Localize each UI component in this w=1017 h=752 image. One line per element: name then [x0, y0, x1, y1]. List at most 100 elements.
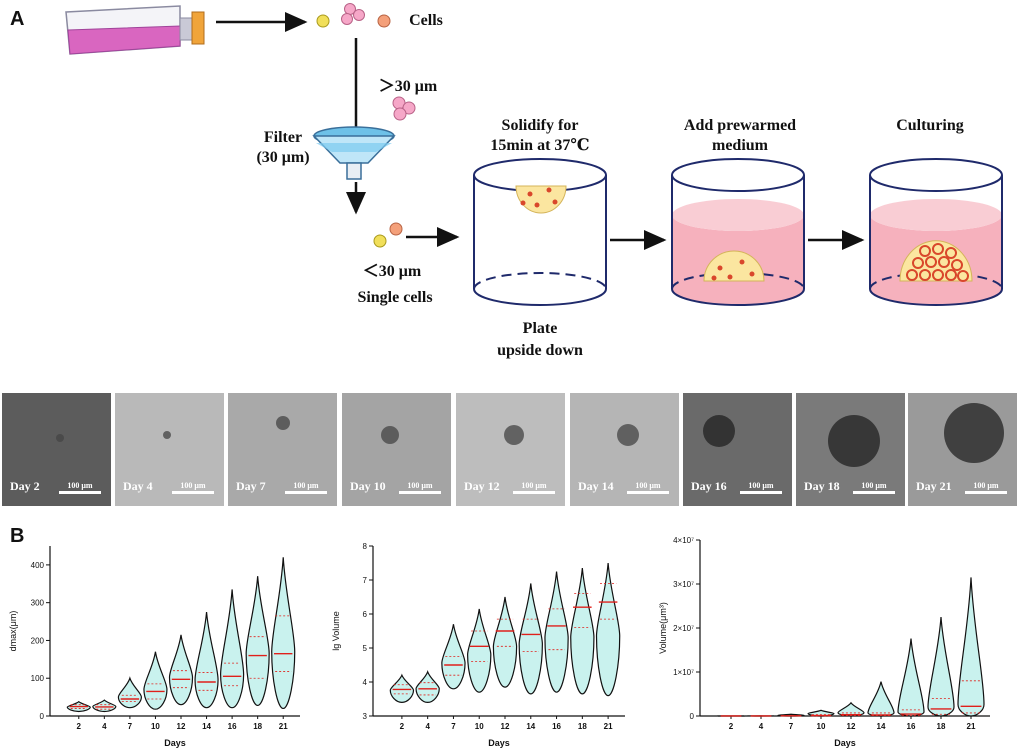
scale-bar: 100 μm: [59, 481, 101, 494]
x-axis-label: Days: [834, 738, 856, 748]
large-cells-icon: [392, 96, 416, 121]
medium-title-2: medium: [712, 137, 768, 154]
x-tick-label: 7: [451, 722, 456, 731]
plate-caption: Plate: [522, 320, 558, 337]
x-tick-label: 21: [604, 722, 613, 731]
y-tick-label: 0: [40, 712, 45, 721]
culture-flask-icon: [65, 5, 205, 55]
y-tick-label: 7: [363, 576, 368, 585]
scale-bar-label: 100 μm: [748, 481, 774, 490]
micrograph-day-label: Day 21: [916, 479, 952, 493]
panel-letter-b: B: [10, 525, 25, 547]
violin-4: [415, 669, 440, 704]
x-tick-label: 14: [526, 722, 535, 731]
x-tick-label: 21: [279, 722, 288, 731]
plate-caption-2: upside down: [497, 342, 583, 359]
medium-title: Add prewarmed: [683, 117, 797, 134]
scale-bar: 100 μm: [285, 481, 327, 494]
y-tick-label: 3×10⁷: [673, 580, 694, 589]
x-tick-label: 4: [102, 722, 107, 731]
violin-10: [143, 651, 168, 710]
micrograph-day-5: Day 12 100 μm: [456, 393, 565, 506]
violin-21: [595, 562, 621, 697]
under-30-label: ＜30 μm: [362, 263, 422, 280]
violin-16: [897, 638, 925, 717]
y-axis-label: dmax(μm): [8, 611, 18, 652]
solidify-title-2: 15min at 37℃: [490, 137, 590, 154]
x-tick-label: 7: [789, 722, 794, 731]
single-cells-label: Single cells: [357, 289, 433, 306]
scale-bar: 100 μm: [965, 481, 1007, 494]
x-tick-label: 2: [729, 722, 734, 731]
micrograph-day-label: Day 12: [464, 479, 500, 493]
single-cells-icon: [373, 222, 403, 248]
x-tick-label: 12: [501, 722, 510, 731]
x-tick-label: 21: [967, 722, 976, 731]
violin-4: [92, 699, 117, 713]
x-tick-label: 16: [552, 722, 561, 731]
x-tick-label: 18: [253, 722, 262, 731]
micrograph-day-label: Day 18: [804, 479, 840, 493]
spheroid-icon: [828, 415, 880, 467]
violin-14: [194, 612, 219, 709]
violin-10: [467, 608, 492, 693]
micrograph-day-label: Day 7: [236, 479, 266, 493]
y-tick-label: 100: [31, 674, 45, 683]
y-tick-label: 4×10⁷: [673, 536, 694, 545]
violin-14: [518, 583, 543, 695]
violin-14: [867, 681, 895, 717]
violin-21: [957, 577, 985, 717]
spheroid-icon: [944, 403, 1004, 463]
scale-bar-label: 100 μm: [293, 481, 319, 490]
micrograph-day-8: Day 18 100 μm: [796, 393, 905, 506]
panel-a-schematic: [65, 3, 1003, 306]
filter-label: Filter: [263, 129, 303, 146]
x-tick-label: 2: [77, 722, 82, 731]
spheroid-icon: [56, 434, 64, 442]
spheroid-icon: [703, 415, 735, 447]
x-tick-label: 7: [128, 722, 133, 731]
x-axis-label: Days: [164, 738, 186, 748]
plate-culturing: [869, 158, 1003, 306]
spheroid-icon: [163, 431, 171, 439]
spheroid-icon: [381, 426, 399, 444]
micrograph-day-label: Day 10: [350, 479, 386, 493]
x-tick-label: 4: [759, 722, 764, 731]
culturing-title: Culturing: [896, 117, 964, 134]
scale-bar: 100 μm: [172, 481, 214, 494]
x-tick-label: 16: [228, 722, 237, 731]
y-tick-label: 400: [31, 561, 45, 570]
micrograph-day-3: Day 7 100 μm: [228, 393, 337, 506]
plate-with-medium: [671, 158, 805, 306]
x-tick-label: 4: [425, 722, 430, 731]
x-tick-label: 12: [847, 722, 856, 731]
micrograph-day-label: Day 14: [578, 479, 614, 493]
violin-18: [245, 576, 270, 707]
scale-bar-label: 100 μm: [180, 481, 206, 490]
violin-12: [492, 596, 518, 688]
y-tick-label: 300: [31, 599, 45, 608]
scale-bar: 100 μm: [513, 481, 555, 494]
y-tick-label: 8: [363, 542, 368, 551]
y-tick-label: 0: [690, 712, 695, 721]
violin-16: [544, 571, 569, 693]
plate-upside-down: [473, 158, 607, 306]
scale-bar-label: 100 μm: [521, 481, 547, 490]
x-axis-label: Days: [488, 738, 510, 748]
scale-bar: 100 μm: [853, 481, 895, 494]
y-tick-label: 5: [363, 644, 368, 653]
scale-bar: 100 μm: [740, 481, 782, 494]
micrograph-day-9: Day 21 100 μm: [908, 393, 1017, 506]
micrograph-day-label: Day 2: [10, 479, 40, 493]
y-axis-label: lg Volume: [331, 611, 341, 651]
x-tick-label: 2: [400, 722, 405, 731]
cells-label: Cells: [409, 12, 443, 29]
spheroid-icon: [276, 416, 290, 430]
y-tick-label: 200: [31, 636, 45, 645]
violin-18: [570, 568, 595, 695]
y-tick-label: 3: [363, 712, 368, 721]
scale-bar-label: 100 μm: [973, 481, 999, 490]
